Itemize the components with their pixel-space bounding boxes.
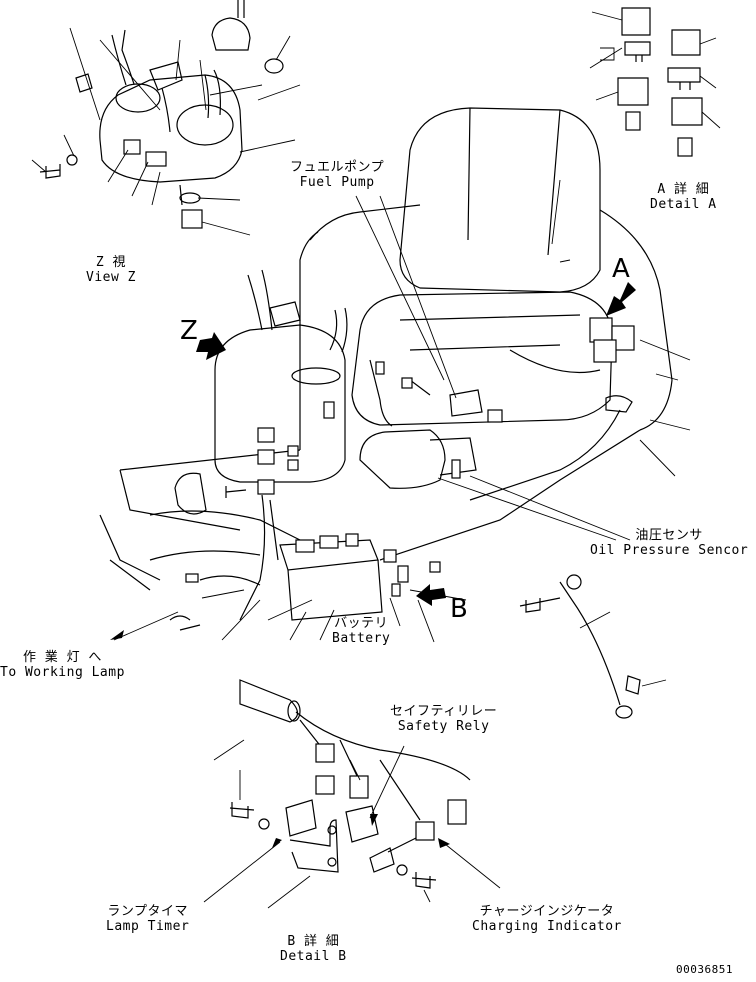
- marker-b: B: [450, 594, 469, 624]
- lamp-timer-label: ランプタイマ Lamp Timer: [106, 904, 190, 934]
- detail-a-label: A 詳 細 Detail A: [650, 182, 717, 212]
- working-lamp-label: 作 業 灯 へ To Working Lamp: [0, 650, 125, 680]
- detail-b-parts: [203, 679, 501, 909]
- battery-label: バッテリ Battery: [332, 616, 391, 646]
- safety-relay-label: セイフティリレー Safety Rely: [390, 704, 498, 734]
- marker-a: A: [612, 254, 631, 284]
- charging-indicator-label: チャージインジケータ Charging Indicator: [472, 904, 622, 934]
- fuel-pump-label: フュエルポンプ Fuel Pump: [290, 160, 385, 190]
- view-z-label: Z 視 View Z: [86, 255, 136, 285]
- main-machine: [99, 107, 691, 719]
- detail-a-arrow: [606, 282, 636, 316]
- view-z-console: [31, 0, 301, 236]
- working-lamp-arrow: [110, 630, 124, 640]
- drawing-number: 00036851: [676, 963, 733, 976]
- oil-pressure-sensor-label: 油圧センサ Oil Pressure Sencor: [590, 528, 749, 558]
- marker-z: Z: [180, 316, 199, 346]
- view-z-arrow: [196, 332, 226, 360]
- detail-b-label: B 詳 細 Detail B: [280, 934, 347, 964]
- detail-a-relays: [589, 7, 721, 157]
- detail-b-arrow: [416, 584, 446, 606]
